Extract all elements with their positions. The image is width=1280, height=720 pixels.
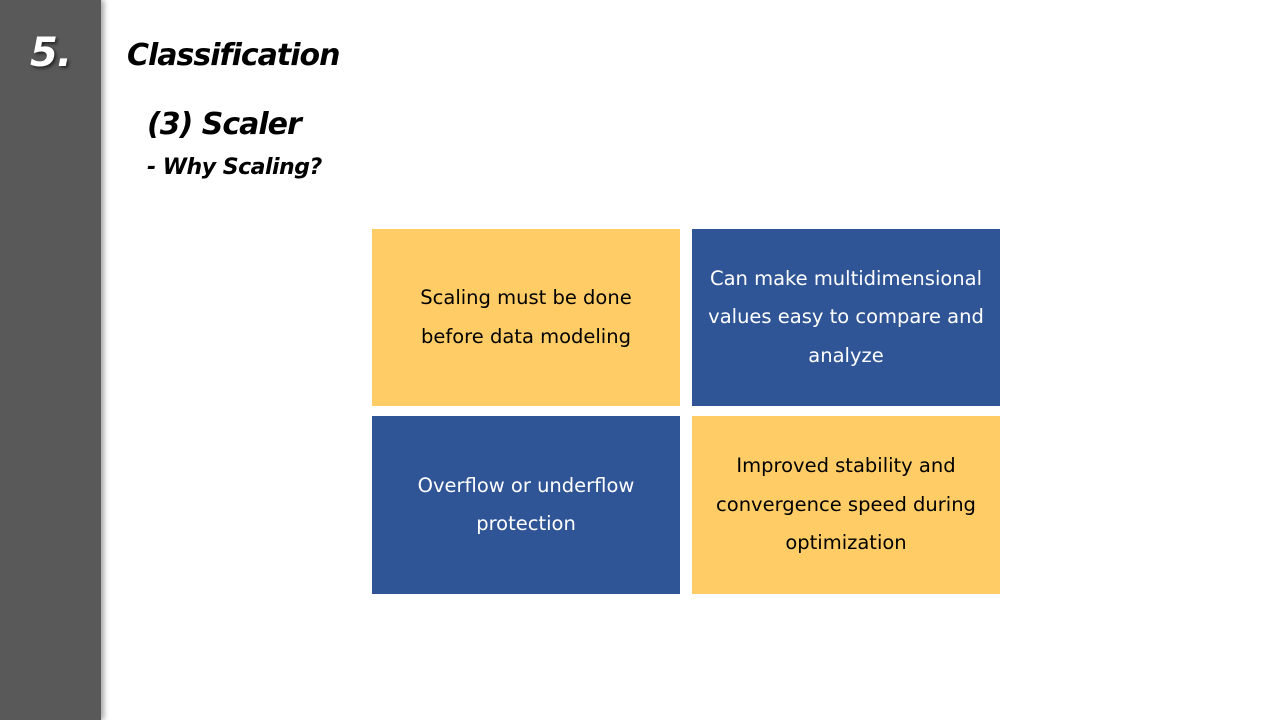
- section-title: Classification: [127, 38, 340, 73]
- card-text: Scaling must be done before data modelin…: [420, 286, 632, 348]
- card-scaling-before-modeling: Scaling must be done before data modelin…: [372, 229, 680, 406]
- card-overflow-protection: Overflow or underflow protection: [372, 416, 680, 594]
- card-multidimensional-compare: Can make multidimensional values easy to…: [692, 229, 1000, 406]
- section-sidebar: 5.: [0, 0, 101, 720]
- card-stability-convergence: Improved stability and convergence speed…: [692, 416, 1000, 594]
- card-text: Overflow or underflow protection: [417, 473, 635, 536]
- subsection-title: (3) Scaler: [147, 107, 302, 142]
- section-number: 5.: [29, 30, 72, 76]
- subsection-subtitle: - Why Scaling?: [147, 155, 322, 180]
- card-text: Can make multidimensional values easy to…: [708, 266, 984, 367]
- card-text: Improved stability and convergence speed…: [716, 454, 976, 555]
